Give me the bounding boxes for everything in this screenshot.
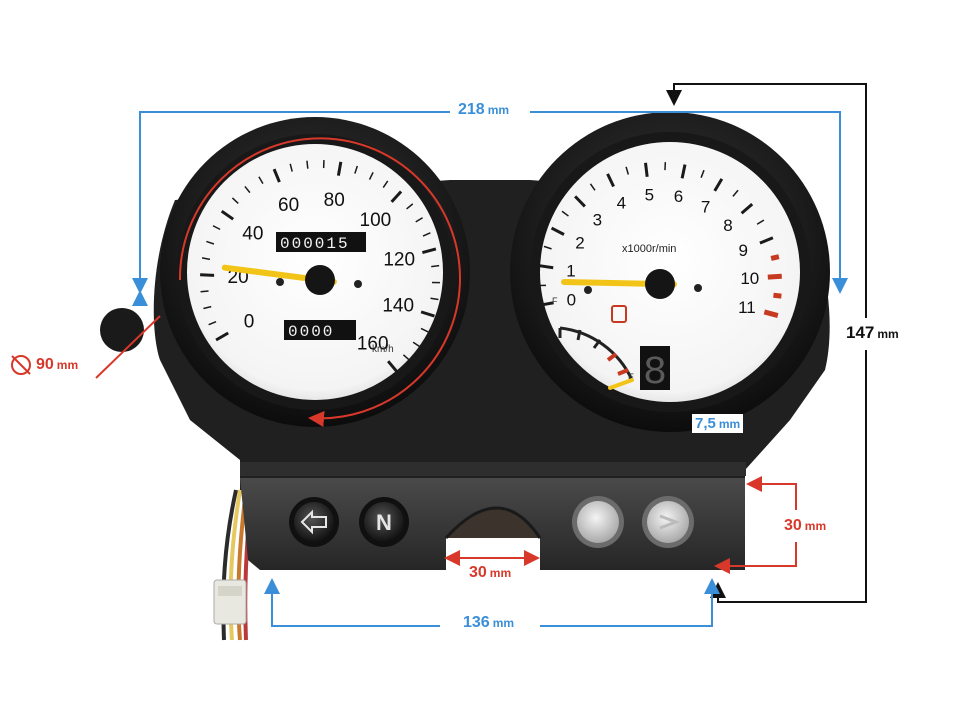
left-light-icon	[577, 501, 619, 543]
rpm-tick	[771, 257, 779, 259]
speed-tick-label: 60	[278, 195, 299, 216]
speed-tick	[431, 266, 439, 267]
rpm-tick-label: 8	[723, 216, 732, 235]
speed-needle-hub	[305, 265, 335, 295]
speed-tick-label: 100	[360, 210, 392, 231]
dim-gauge-diameter-unit: mm	[57, 358, 78, 372]
dim-notch-width-unit: mm	[490, 566, 511, 580]
speed-tick-label: 0	[244, 312, 255, 333]
dim-bracket-height-unit: mm	[805, 519, 826, 533]
speed-tick-label: 40	[242, 224, 263, 245]
rpm-tick-label: 0	[567, 291, 576, 310]
dim-base-width-value: 136	[463, 614, 490, 631]
tach-unit: x1000r/min	[622, 243, 676, 255]
dim-notch-width-value: 30	[469, 564, 487, 581]
right-light-icon	[647, 501, 689, 543]
dim-width-total-value: 218	[458, 101, 485, 118]
dim-bracket-height-value: 30	[784, 517, 802, 534]
rpm-tick-label: 6	[674, 187, 683, 206]
dim-depth-unit: mm	[719, 417, 740, 431]
rpm-tick-label: 9	[739, 241, 748, 260]
rpm-tick-label: 10	[740, 269, 759, 288]
dim-height-total-unit: mm	[877, 327, 898, 341]
speed-tick	[307, 161, 308, 169]
rpm-tick-label: 4	[617, 194, 626, 213]
gear-display: 8	[643, 351, 667, 396]
rpm-tick	[773, 295, 781, 296]
dim-height-total-value: 147	[846, 323, 874, 342]
speed-tick-label: 120	[383, 249, 415, 270]
rpm-tick-label: 11	[738, 298, 756, 317]
dim-gauge-diameter-value: 90	[36, 356, 54, 373]
rpm-tick	[764, 312, 778, 316]
rpm-tick-label: 3	[593, 210, 602, 229]
neutral-indicator: N	[376, 510, 392, 535]
rpm-tick	[768, 276, 782, 277]
trip-value: 0000	[288, 323, 334, 341]
trip-reset-knob	[100, 308, 144, 352]
speed-tick	[201, 291, 209, 292]
speed-tick	[200, 275, 214, 276]
speed-tick-label: 140	[382, 295, 414, 316]
rpm-tick-label: 1	[566, 261, 575, 280]
speed-tick-label: 80	[324, 190, 345, 211]
rpm-needle-hub	[645, 269, 675, 299]
rpm-tick-label: 7	[701, 197, 710, 216]
rpm-tick	[646, 163, 648, 177]
dim-base-width-unit: mm	[493, 616, 514, 630]
fuel-full-label: F	[552, 296, 558, 306]
speed-unit: km/h	[372, 344, 394, 355]
dim-depth-value: 7,5	[695, 415, 716, 432]
rpm-tick-label: 2	[575, 234, 584, 253]
odometer-value: 000015	[280, 235, 350, 253]
rpm-tick-label: 5	[645, 186, 654, 205]
rpm-tick	[539, 266, 553, 268]
dim-width-total-unit: mm	[488, 103, 509, 117]
